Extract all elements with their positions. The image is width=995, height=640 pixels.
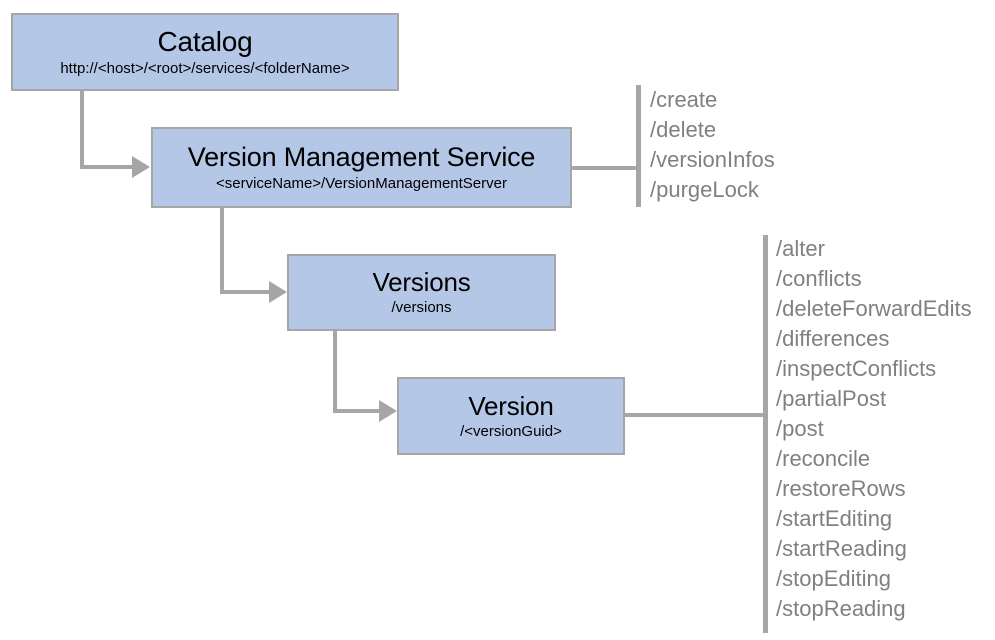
operation-item: /startReading	[776, 536, 907, 561]
operation-item: /startEditing	[776, 506, 893, 531]
node-versions-path: /versions	[391, 299, 452, 317]
connector-vms-to-versions-vertical	[220, 208, 224, 294]
connector-versions-to-version-vertical	[333, 331, 337, 413]
operation-item: /post	[776, 416, 824, 441]
operation-item: /create	[650, 87, 718, 112]
operation-item: /purgeLock	[650, 177, 759, 202]
operation-item: /inspectConflicts	[776, 356, 937, 381]
operation-item: /alter	[776, 236, 825, 261]
operations-list-version: /alter/conflicts/deleteForwardEdits/diff…	[776, 234, 972, 624]
operation-item: /stopEditing	[776, 566, 891, 591]
node-versions[interactable]: Versions /versions	[287, 254, 556, 331]
operations-list-version-management-service: /create/delete/versionInfos/purgeLock	[650, 85, 775, 205]
operations-bracket-vms	[636, 85, 641, 207]
node-catalog-title: Catalog	[157, 25, 253, 57]
operation-item: /reconcile	[776, 446, 871, 471]
node-version-management-service-title: Version Management Service	[187, 141, 536, 172]
arrow-head-icon-vms-to-versions	[269, 281, 287, 303]
arrow-head-icon-catalog-to-vms	[132, 156, 150, 178]
node-version-management-service-path: <serviceName>/VersionManagementServer	[216, 174, 507, 192]
node-catalog-path: http://<host>/<root>/services/<folderNam…	[60, 59, 350, 77]
node-catalog[interactable]: Catalog http://<host>/<root>/services/<f…	[11, 13, 399, 91]
connector-vms-to-operations	[571, 166, 641, 170]
connector-vms-to-versions-horizontal	[220, 290, 277, 294]
operation-item: /restoreRows	[776, 476, 906, 501]
node-version-path: /<versionGuid>	[460, 422, 562, 440]
operation-item: /conflicts	[776, 266, 862, 291]
operations-bracket-version	[763, 235, 768, 633]
operation-item: /stopReading	[776, 596, 906, 621]
node-version-title: Version	[468, 390, 554, 421]
operation-item: /partialPost	[776, 386, 887, 411]
operation-item: /delete	[650, 117, 717, 142]
operation-item: /differences	[776, 326, 890, 351]
node-version[interactable]: Version /<versionGuid>	[397, 377, 625, 455]
operation-item: /deleteForwardEdits	[776, 296, 972, 321]
connector-catalog-to-vms-vertical	[80, 91, 84, 167]
arrow-head-icon-versions-to-version	[379, 400, 397, 422]
connector-catalog-to-vms-horizontal	[80, 165, 141, 169]
node-versions-title: Versions	[372, 267, 471, 298]
operation-item: /versionInfos	[650, 147, 775, 172]
node-version-management-service[interactable]: Version Management Service <serviceName>…	[151, 127, 572, 208]
connector-version-to-operations	[624, 413, 767, 417]
connector-versions-to-version-horizontal	[333, 409, 387, 413]
